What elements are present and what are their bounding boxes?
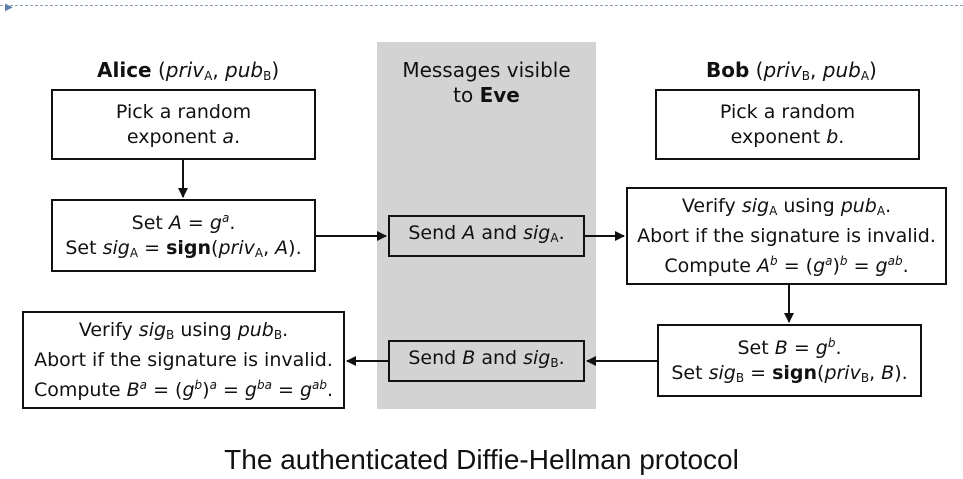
eve-name: Eve (479, 83, 520, 107)
bullet-icon: ▶ (5, 2, 13, 13)
alice-name: Alice (97, 58, 152, 82)
bob-verify-line3: Compute Ab = (ga)b = gab. (664, 253, 909, 277)
bob-name: Bob (706, 58, 750, 82)
message-b-box: Send B and sigB. (388, 340, 585, 382)
bob-verify-line1: Verify sigA using pubA. (681, 194, 892, 218)
bob-verify-box: Verify sigA using pubA. Abort if the sig… (626, 187, 947, 285)
alice-header: Alice (privA, pubB) (97, 58, 280, 83)
alice-pick-box: Pick a random exponent a. (51, 89, 316, 160)
bob-set-line2: Set sigB = sign(privB, B). (671, 361, 908, 385)
bob-pick-line2: exponent b. (730, 125, 845, 148)
alice-verify-line2: Abort if the signature is invalid. (34, 348, 333, 371)
bob-pick-line1: Pick a random (719, 100, 856, 123)
message-b-text: Send B and sigB. (408, 347, 565, 370)
top-dashed-rule (0, 5, 963, 6)
alice-verify-line3: Compute Ba = (gb)a = gba = gab. (33, 377, 334, 401)
bob-header: Bob (privB, pubA) (706, 58, 877, 83)
bob-set-line1: Set B = gb. (737, 335, 842, 359)
eve-header-line1: Messages visible (402, 58, 571, 82)
alice-pick-line2: exponent a. (126, 125, 241, 148)
alice-set-line1: Set A = ga. (131, 210, 236, 234)
bob-set-box: Set B = gb. Set sigB = sign(privB, B). (657, 324, 922, 397)
eve-header-line2: to Eve (453, 83, 520, 107)
alice-pick-line1: Pick a random (115, 100, 252, 123)
alice-set-box: Set A = ga. Set sigA = sign(privA, A). (51, 199, 316, 272)
figure-caption: The authenticated Diffie-Hellman protoco… (224, 444, 739, 475)
alice-verify-box: Verify sigB using pubB. Abort if the sig… (22, 311, 345, 409)
message-a-text: Send A and sigA. (408, 222, 565, 245)
bob-verify-line2: Abort if the signature is invalid. (637, 224, 936, 247)
eve-header: Messages visible to Eve (377, 58, 596, 108)
alice-verify-line1: Verify sigB using pubB. (78, 318, 289, 342)
alice-set-line2: Set sigA = sign(privA, A). (65, 236, 302, 260)
message-a-box: Send A and sigA. (388, 215, 585, 257)
bob-pick-box: Pick a random exponent b. (655, 89, 920, 160)
